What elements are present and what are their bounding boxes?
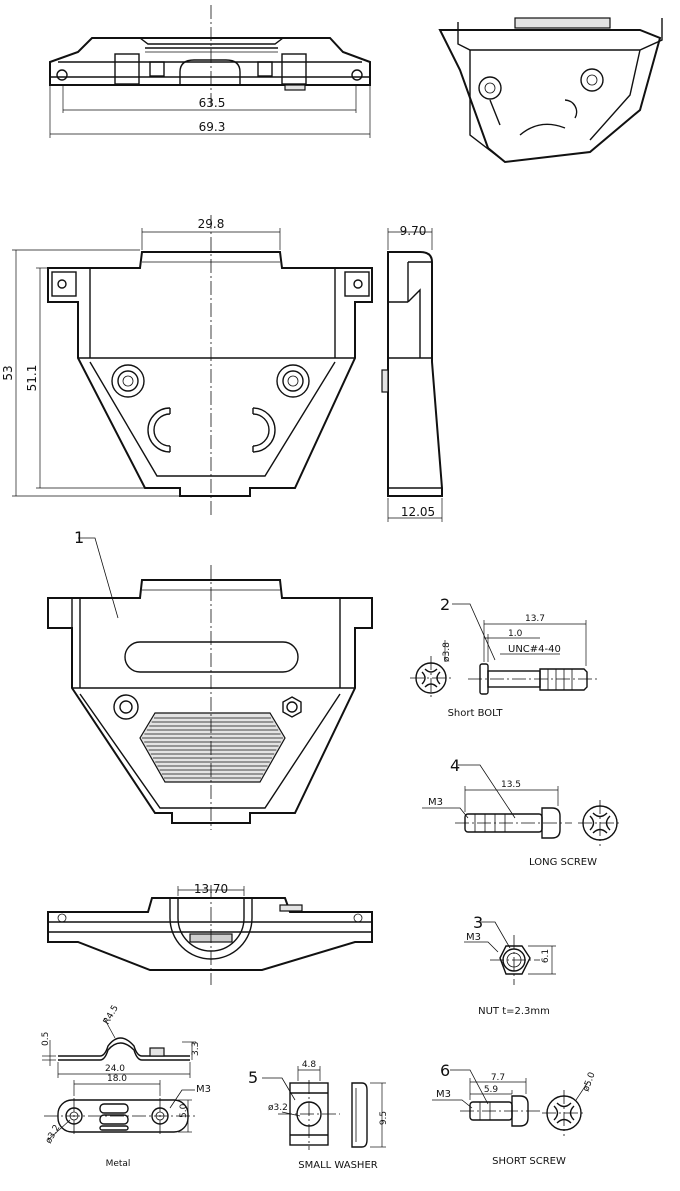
caption-metal: Metal bbox=[106, 1159, 131, 1169]
dim-nut-flat: 6.1 bbox=[541, 949, 551, 963]
dim-top-inner: 63.5 bbox=[199, 96, 226, 110]
dim-front-height-outer: 53 bbox=[1, 365, 15, 380]
dim-short-screw-thread: 5.9 bbox=[484, 1085, 499, 1095]
balloon-1: 1 bbox=[74, 528, 84, 547]
assembled-view bbox=[47, 537, 373, 830]
metal-part bbox=[42, 1017, 196, 1141]
caption-small-washer: SMALL WASHER bbox=[298, 1160, 378, 1171]
metal-thread: M3 bbox=[196, 1084, 211, 1095]
caption-long-screw: LONG SCREW bbox=[529, 857, 597, 868]
dim-bolt-length: 13.7 bbox=[525, 614, 545, 624]
short-bolt-part bbox=[410, 603, 600, 700]
balloon-2: 2 bbox=[440, 595, 450, 614]
dim-side-top: 9.70 bbox=[400, 224, 427, 238]
dim-top-outer: 69.3 bbox=[199, 120, 226, 134]
side-view bbox=[381, 228, 443, 522]
dim-metal-dia: ø3.2 bbox=[44, 1123, 63, 1145]
balloon-6: 6 bbox=[440, 1061, 450, 1080]
small-washer-part bbox=[262, 1066, 386, 1150]
dim-front-height-inner: 51.1 bbox=[25, 365, 39, 392]
caption-short-screw: SHORT SCREW bbox=[492, 1156, 566, 1167]
dim-short-screw-dia: ø5.0 bbox=[581, 1071, 597, 1093]
dim-metal-r: R4.5 bbox=[102, 1004, 121, 1027]
long-screw-thread: M3 bbox=[428, 797, 443, 808]
dim-metal-h: 3.3 bbox=[191, 1042, 201, 1056]
nut-part bbox=[464, 921, 556, 985]
dim-long-screw-length: 13.5 bbox=[501, 780, 521, 790]
dim-bottom-top: 13.70 bbox=[194, 882, 228, 896]
dim-metal-w: 5.0 bbox=[179, 1103, 189, 1118]
caption-short-bolt: Short BOLT bbox=[448, 708, 504, 719]
dim-side-bottom: 12.05 bbox=[401, 505, 435, 519]
long-screw-part bbox=[422, 764, 622, 846]
dim-bolt-dia: ø3.8 bbox=[442, 642, 452, 662]
short-screw-thread: M3 bbox=[436, 1089, 451, 1100]
dim-bolt-head: 1.0 bbox=[508, 629, 523, 639]
dim-washer-w: 4.8 bbox=[302, 1060, 317, 1070]
dim-metal-pitch: 18.0 bbox=[107, 1074, 127, 1084]
front-view bbox=[12, 215, 373, 515]
dim-front-top: 29.8 bbox=[198, 217, 225, 231]
balloon-4: 4 bbox=[450, 756, 460, 775]
dim-metal-t: 0.5 bbox=[41, 1032, 51, 1046]
isometric-view bbox=[438, 17, 663, 164]
short-screw-part bbox=[432, 1069, 589, 1136]
top-view bbox=[49, 5, 371, 138]
bottom-view bbox=[47, 885, 373, 985]
balloon-5: 5 bbox=[248, 1068, 258, 1087]
dim-short-screw-length: 7.7 bbox=[491, 1073, 505, 1083]
balloon-3: 3 bbox=[473, 913, 483, 932]
dim-washer-dia: ø3.2 bbox=[268, 1103, 288, 1113]
bolt-thread-label: UNC#4-40 bbox=[508, 644, 561, 655]
nut-thread: M3 bbox=[466, 932, 481, 943]
dim-washer-h: 9.5 bbox=[379, 1111, 389, 1125]
caption-nut: NUT t=2.3mm bbox=[478, 1006, 550, 1017]
dim-metal-len: 24.0 bbox=[105, 1064, 125, 1074]
